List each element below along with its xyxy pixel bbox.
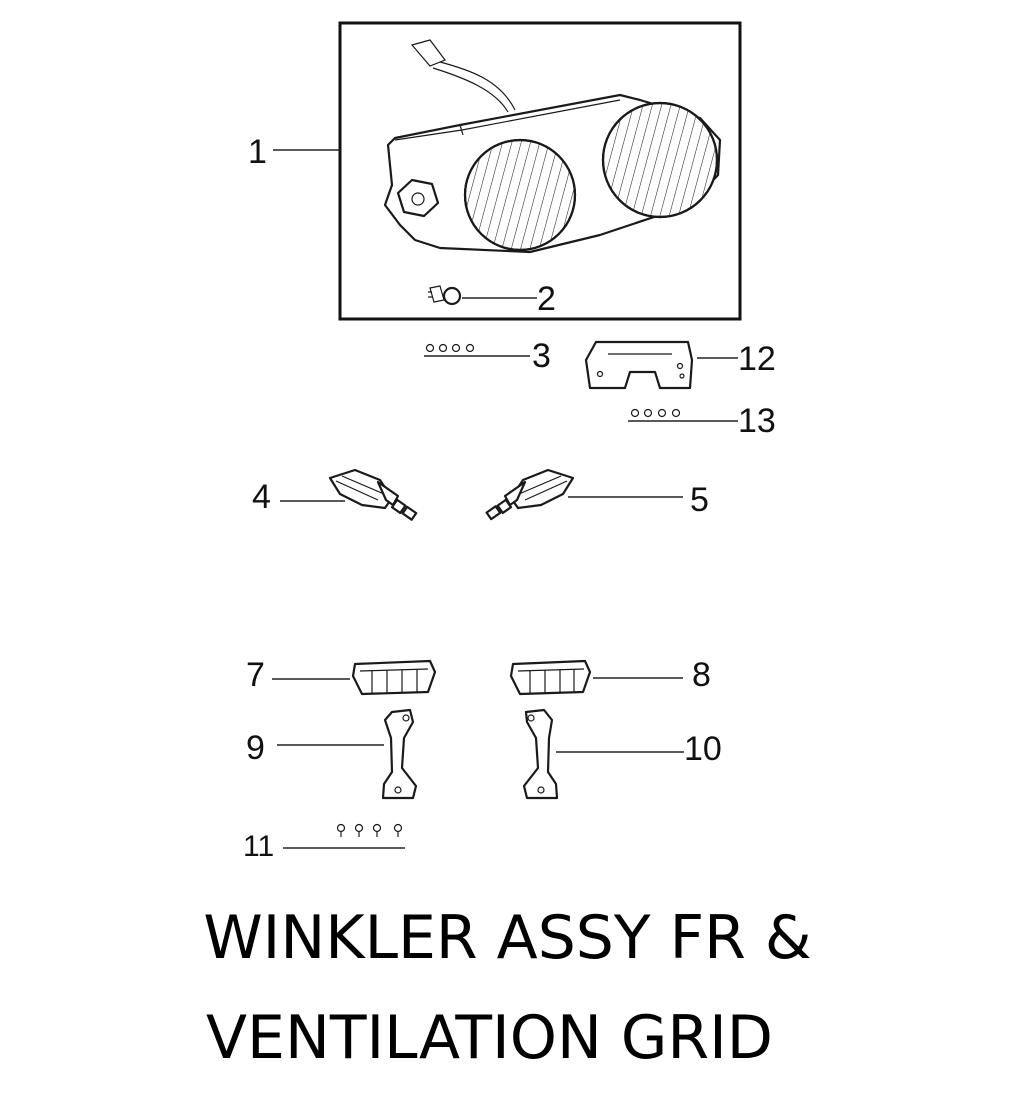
- turn-signal-left: [328, 468, 418, 521]
- callout-12: 12: [738, 340, 776, 378]
- turn-signal-right: [485, 468, 575, 521]
- bracket-left: [381, 708, 418, 800]
- ventilation-grid-right: [509, 659, 592, 696]
- callout-10: 10: [684, 730, 722, 768]
- callout-9: 9: [246, 729, 265, 767]
- cover-plate: [584, 340, 694, 390]
- callout-11: 11: [243, 830, 274, 863]
- diagram-title-line-1: WINKLER ASSY FR &: [203, 903, 812, 973]
- callout-7: 7: [246, 656, 265, 694]
- screw-set: [336, 823, 403, 837]
- callout-2: 2: [537, 280, 556, 318]
- washer-set-3: [425, 343, 475, 353]
- callout-8: 8: [692, 656, 711, 694]
- parts-diagram: 1 2 3 12 13 4: [243, 21, 776, 863]
- ventilation-grid-left: [351, 659, 437, 696]
- washer-set-13: [630, 408, 681, 418]
- callout-1: 1: [248, 133, 267, 171]
- bulb: [428, 285, 462, 306]
- callout-13: 13: [738, 402, 776, 440]
- assembly-frame: [338, 21, 742, 321]
- headlight-assembly: [383, 39, 722, 254]
- callout-5: 5: [690, 481, 709, 519]
- diagram-title-line-2: VENTILATION GRID: [206, 1003, 773, 1073]
- callout-4: 4: [252, 478, 271, 516]
- bracket-right: [522, 708, 559, 800]
- callout-3: 3: [532, 337, 551, 375]
